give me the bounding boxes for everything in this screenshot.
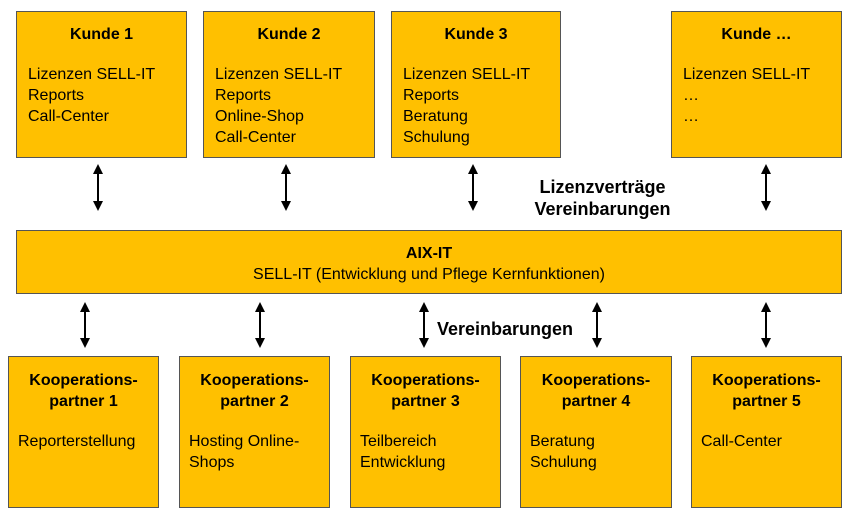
partner-item: Teilbereich: [360, 433, 437, 450]
partner-box-2: Kooperations- partner 2 Hosting Online- …: [179, 356, 330, 508]
customer-item: Lizenzen SELL-IT: [683, 66, 811, 83]
partner-title: Kooperations- partner 3: [371, 372, 480, 410]
upper-agreements-label: Lizenzverträge Vereinbarungen: [520, 176, 685, 220]
partner-box-4: Kooperations- partner 4 Beratung Schulun…: [520, 356, 672, 508]
customer-box-1: Kunde 1 Lizenzen SELL-IT Reports Call-Ce…: [16, 11, 187, 158]
partner-title: Kooperations- partner 2: [200, 372, 309, 410]
partner-item: Hosting Online-: [189, 433, 300, 450]
customer-item: Beratung: [403, 108, 468, 125]
partner-title: Kooperations- partner 4: [541, 372, 651, 410]
partner-item: Shops: [189, 454, 235, 471]
customer-item: Online-Shop: [215, 108, 304, 125]
central-company-box: AIX-IT SELL-IT (Entwicklung und Pflege K…: [16, 230, 842, 294]
customer-item: Lizenzen SELL-IT: [215, 66, 343, 83]
customer-item: Reports: [403, 87, 460, 104]
partner-item: Reporterstellung: [18, 433, 136, 450]
customer-box-2: Kunde 2 Lizenzen SELL-IT Reports Online-…: [203, 11, 375, 158]
customer-item: Call-Center: [28, 108, 109, 125]
customer-item: Schulung: [403, 129, 470, 146]
customer-item: Lizenzen SELL-IT: [28, 66, 156, 83]
customer-title: Kunde 2: [257, 26, 321, 43]
customer-item: Call-Center: [215, 129, 296, 146]
agreements-text: Vereinbarungen: [534, 199, 671, 219]
license-agreements-text: Lizenzverträge: [539, 177, 666, 197]
lower-agreements-label: Vereinbarungen: [437, 319, 574, 339]
customer-item: Reports: [215, 87, 272, 104]
customer-item: Lizenzen SELL-IT: [403, 66, 531, 83]
customer-box-more: Kunde … Lizenzen SELL-IT … …: [671, 11, 842, 158]
partner-title: Kooperations- partner 5: [712, 372, 821, 410]
partner-item: Beratung: [530, 433, 595, 450]
customer-item: …: [683, 108, 699, 125]
customer-item: Reports: [28, 87, 85, 104]
partner-item: Schulung: [530, 454, 597, 471]
customer-item: …: [683, 87, 699, 104]
customer-title: Kunde 1: [69, 26, 134, 43]
partner-box-1: Kooperations- partner 1 Reporterstellung: [8, 356, 159, 508]
partner-box-3: Kooperations- partner 3 Teilbereich Entw…: [350, 356, 501, 508]
partner-item: Entwicklung: [360, 454, 446, 471]
customer-title: Kunde 3: [444, 26, 508, 43]
partner-title: Kooperations- partner 1: [29, 372, 138, 410]
central-title: AIX-IT: [405, 245, 453, 262]
customer-title: Kunde …: [721, 26, 792, 43]
customer-box-3: Kunde 3 Lizenzen SELL-IT Reports Beratun…: [391, 11, 561, 158]
partner-box-5: Kooperations- partner 5 Call-Center: [691, 356, 842, 508]
central-subtitle: SELL-IT (Entwicklung und Pflege Kernfunk…: [253, 266, 605, 283]
partner-item: Call-Center: [701, 433, 782, 450]
